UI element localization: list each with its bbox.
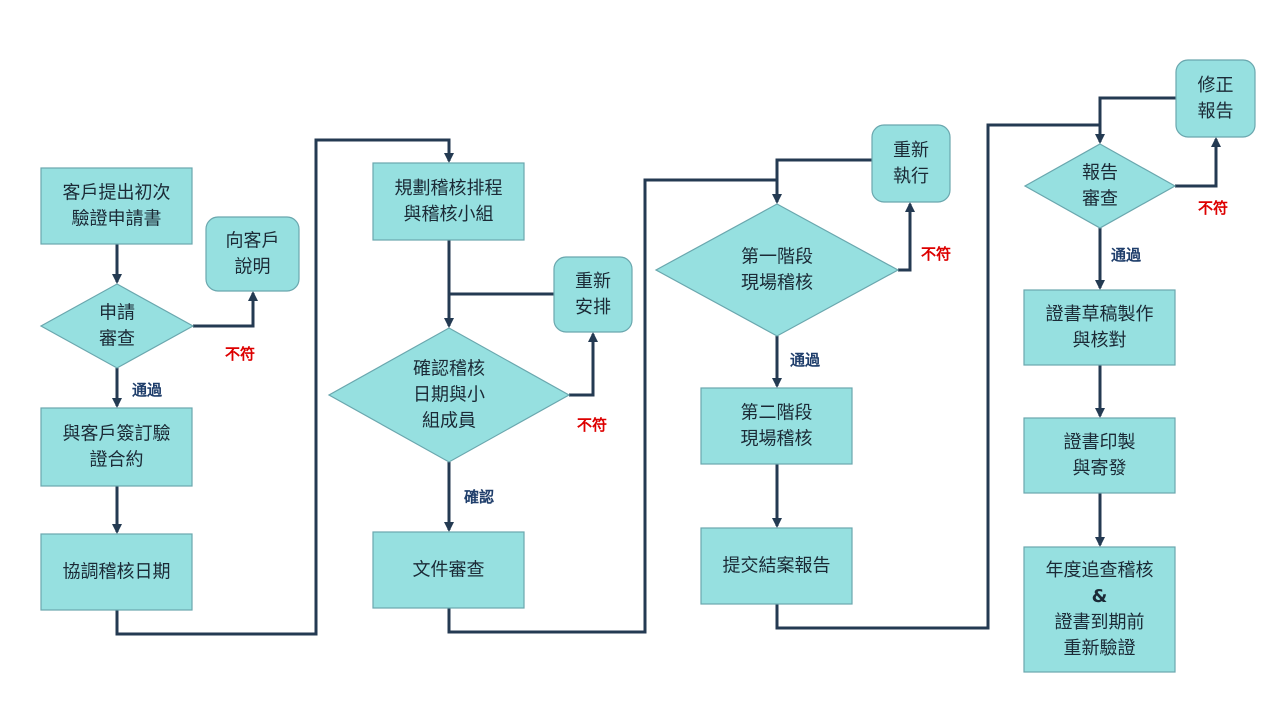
- annual-surveillance-box-shape: [1023, 546, 1176, 673]
- revise-report-box-text-line: 修正: [1198, 75, 1234, 96]
- shape-layer: 客戶提出初次驗證申請書申請審查向客戶說明與客戶簽訂驗證合約協調稽核日期規劃稽核排…: [39, 59, 1256, 673]
- coordinate-audit-date-box-shape: [40, 533, 193, 611]
- initial-application-box-shape: [40, 167, 193, 245]
- confirm-audit-date-diamond-shape: [327, 327, 571, 463]
- report-review-diamond-shape: [1023, 143, 1177, 229]
- sign-contract-box-text-line: 證合約: [90, 450, 144, 471]
- connector-n2-n3: [193, 291, 258, 328]
- annual-surveillance-box-text-line: 年度追查稽核: [1046, 560, 1154, 581]
- submit-closing-report-box-text-line: 提交結案報告: [723, 556, 831, 577]
- nonconform-label: 不符: [225, 345, 255, 363]
- connector-n11-n10: [898, 202, 915, 272]
- explain-to-client-box-text-line: 向客戶: [226, 231, 280, 252]
- document-review-box-shape: [372, 531, 525, 609]
- confirm-audit-date-diamond-text-line: 組成員: [422, 411, 476, 432]
- stage-one-onsite-audit-diamond-shape: [654, 203, 900, 337]
- explain-to-client-box-shape: [205, 216, 300, 292]
- confirm-audit-date-diamond-text-line: 日期與小: [413, 385, 485, 406]
- stage-two-onsite-audit-box-text-line: 現場稽核: [741, 429, 813, 450]
- pass-label: 通過: [790, 351, 821, 369]
- certificate-print-box-shape: [1023, 417, 1176, 494]
- application-review-diamond-shape: [39, 283, 195, 369]
- coordinate-audit-date-box-text-line: 協調稽核日期: [63, 562, 171, 583]
- connector-n10-n11: [775, 158, 872, 180]
- application-review-diamond-text-line: 申請: [99, 303, 135, 324]
- re-execute-box-shape: [871, 124, 951, 203]
- nonconform-label: 不符: [921, 245, 951, 263]
- connector-n9-n11: [447, 178, 782, 634]
- connector-n5-n6: [115, 138, 454, 636]
- explain-to-client-box-text-line: 說明: [235, 257, 271, 278]
- certificate-draft-box-shape: [1023, 289, 1176, 366]
- revise-report-box-shape: [1175, 59, 1256, 138]
- re-execute-box-text-line: 重新: [893, 140, 929, 161]
- reschedule-box-text-line: 安排: [575, 297, 611, 318]
- connector-n15-n14: [1175, 137, 1221, 188]
- annual-surveillance-box-text-line: 重新驗證: [1064, 638, 1136, 659]
- certificate-print-box-text-line: 證書印製: [1064, 432, 1136, 453]
- sign-contract-box-text-line: 與客戶簽訂驗: [63, 424, 171, 445]
- annual-surveillance-box-text-line: &: [1092, 586, 1108, 607]
- initial-application-box-text-line: 驗證申請書: [72, 209, 162, 230]
- connector-n14-n15: [1098, 96, 1176, 125]
- initial-application-box-text-line: 客戶提出初次: [63, 183, 171, 204]
- nonconform-label: 不符: [577, 416, 607, 434]
- application-review-diamond-text-line: 審查: [99, 329, 135, 350]
- submit-closing-report-box-shape: [700, 527, 853, 605]
- pass-label: 通過: [132, 381, 163, 399]
- coordinate-audit-date-box: 協調稽核日期: [40, 533, 193, 611]
- submit-closing-report-box: 提交結案報告: [700, 527, 853, 605]
- connector-n8-n7: [569, 332, 598, 397]
- plan-audit-schedule-box-text-line: 規劃稽核排程: [395, 178, 503, 199]
- confirm-audit-date-diamond-text-line: 確認稽核: [413, 359, 485, 380]
- pass-label: 確認: [463, 488, 494, 506]
- reschedule-box-shape: [553, 256, 633, 333]
- certificate-draft-box-text-line: 證書草稿製作: [1046, 304, 1154, 325]
- plan-audit-schedule-box-shape: [372, 162, 525, 241]
- reschedule-box-text-line: 重新: [575, 271, 611, 292]
- stage-one-onsite-audit-diamond-text-line: 第一階段: [741, 247, 813, 268]
- annual-surveillance-box-text-line: 證書到期前: [1055, 612, 1145, 633]
- document-review-box: 文件審查: [372, 531, 525, 609]
- report-review-diamond-text-line: 審查: [1082, 189, 1118, 210]
- stage-two-onsite-audit-box-shape: [700, 387, 853, 465]
- connector-n13-n15: [775, 123, 1105, 630]
- nonconform-label: 不符: [1198, 199, 1228, 217]
- sign-contract-box-shape: [40, 407, 193, 487]
- document-review-box-text-line: 文件審查: [413, 560, 485, 581]
- plan-audit-schedule-box-text-line: 與稽核小組: [404, 204, 494, 225]
- revise-report-box-text-line: 報告: [1198, 101, 1234, 122]
- re-execute-box-text-line: 執行: [893, 166, 929, 187]
- stage-two-onsite-audit-box-text-line: 第二階段: [741, 403, 813, 424]
- stage-one-onsite-audit-diamond-text-line: 現場稽核: [741, 273, 813, 294]
- certificate-print-box-text-line: 與寄發: [1073, 458, 1127, 479]
- report-review-diamond-text-line: 報告: [1082, 163, 1118, 184]
- pass-label: 通過: [1111, 246, 1142, 264]
- certificate-draft-box-text-line: 與核對: [1073, 330, 1127, 351]
- connector-layer: [112, 96, 1221, 636]
